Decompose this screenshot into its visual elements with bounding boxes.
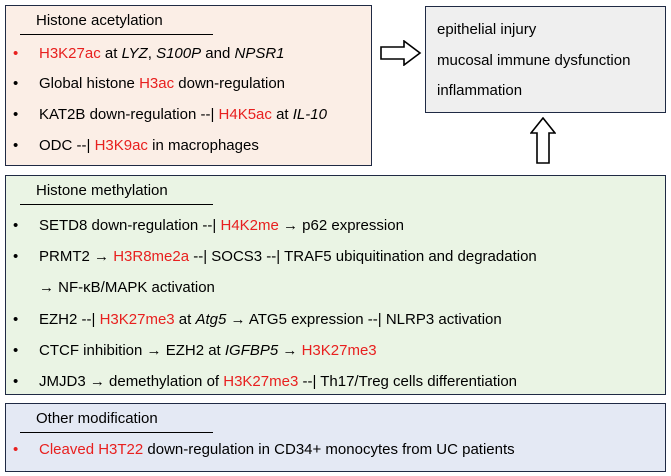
other-item: Cleaved H3T22 down-regulation in CD34+ m… (39, 441, 515, 459)
bullet-icon: • (13, 342, 19, 359)
text-fragment: , (147, 45, 157, 62)
acetylation-item: Global histone H3ac down-regulation (39, 75, 285, 93)
gene-name: NPSR1 (234, 45, 285, 62)
acetylation-title: Histone acetylation (36, 12, 163, 29)
methylation-item: CTCF inhibition → EZH2 at IGFBP5 → H3K27… (39, 342, 377, 360)
text-fragment: and (201, 45, 235, 62)
methylation-title: Histone methylation (36, 182, 168, 199)
methylation-item: PRMT2 → H3R8me2a --| SOCS3 --| TRAF5 ubi… (39, 248, 537, 266)
gene-name: LYZ (121, 45, 148, 62)
bullet-icon: • (13, 75, 19, 92)
histone-mark: H4K2me (220, 217, 279, 234)
outcome-item: inflammation (437, 82, 523, 99)
histone-mark: H4K5ac (218, 106, 272, 123)
histone-mark: H3K27me3 (99, 311, 175, 328)
text-fragment: down-regulation (174, 75, 286, 92)
bullet-icon: • (13, 441, 19, 458)
text-fragment: down-regulation in CD34+ monocytes from … (143, 441, 515, 458)
bullet-icon: • (13, 106, 19, 123)
histone-mark: H3K27ac (39, 45, 101, 62)
text-fragment: → p62 expression (278, 217, 404, 234)
text-fragment: Global histone (39, 75, 140, 92)
acetylation-title-underline (20, 34, 213, 35)
text-fragment: → NF-κB/MAPK activation (39, 279, 215, 296)
histone-mark: H3K9ac (94, 137, 148, 154)
gene-name: Atg5 (195, 311, 227, 328)
text-fragment: PRMT2 → (39, 248, 114, 265)
histone-methylation-box (5, 175, 666, 395)
text-fragment: CTCF inhibition → EZH2 at (39, 342, 225, 359)
methylation-item: SETD8 down-regulation --| H4K2me → p62 e… (39, 217, 404, 235)
other-title: Other modification (36, 410, 158, 427)
bullet-icon: • (13, 311, 19, 328)
right-arrow-icon (380, 40, 422, 66)
text-fragment: --| Th17/Treg cells differentiation (298, 373, 518, 390)
text-fragment: JMJD3 → demethylation of (39, 373, 224, 390)
acetylation-item: ODC --| H3K9ac in macrophages (39, 137, 259, 155)
text-fragment: ODC --| (39, 137, 95, 154)
bullet-icon: • (13, 137, 19, 154)
histone-mark: Cleaved H3T22 (39, 441, 144, 458)
methylation-item: JMJD3 → demethylation of H3K27me3 --| Th… (39, 373, 517, 391)
acetylation-item: H3K27ac at LYZ, S100P and NPSR1 (39, 45, 285, 63)
other-modification-box (5, 403, 666, 472)
text-fragment: at (271, 106, 293, 123)
text-fragment: EZH2 --| (39, 311, 100, 328)
text-fragment: --| SOCS3 --| TRAF5 ubiquitination and d… (189, 248, 537, 265)
gene-name: IGFBP5 (224, 342, 279, 359)
outcomes-box (425, 6, 666, 113)
gene-name: IL-10 (292, 106, 327, 123)
histone-mark: H3K27me3 (223, 373, 299, 390)
text-fragment: at (174, 311, 196, 328)
bullet-icon: • (13, 248, 19, 265)
bullet-icon: • (13, 45, 19, 62)
text-fragment: at (100, 45, 122, 62)
gene-name: S100P (156, 45, 202, 62)
outcome-item: mucosal immune dysfunction (437, 52, 631, 69)
histone-acetylation-box (5, 5, 372, 166)
other-title-underline (20, 432, 213, 433)
histone-mark: H3K27me3 (301, 342, 377, 359)
histone-mark: H3R8me2a (113, 248, 190, 265)
methylation-item: → NF-κB/MAPK activation (39, 279, 215, 297)
acetylation-item: KAT2B down-regulation --| H4K5ac at IL-1… (39, 106, 327, 124)
text-fragment: SETD8 down-regulation --| (39, 217, 221, 234)
text-fragment: in macrophages (147, 137, 259, 154)
methylation-title-underline (20, 204, 213, 205)
bullet-icon: • (13, 217, 19, 234)
text-fragment: KAT2B down-regulation --| (39, 106, 219, 123)
text-fragment: → (278, 342, 302, 359)
bullet-icon: • (13, 373, 19, 390)
methylation-item: EZH2 --| H3K27me3 at Atg5 → ATG5 express… (39, 311, 502, 329)
text-fragment: → ATG5 expression --| NLRP3 activation (226, 311, 502, 328)
up-arrow-icon (530, 117, 556, 164)
outcome-item: epithelial injury (437, 21, 537, 38)
histone-mark: H3ac (139, 75, 175, 92)
